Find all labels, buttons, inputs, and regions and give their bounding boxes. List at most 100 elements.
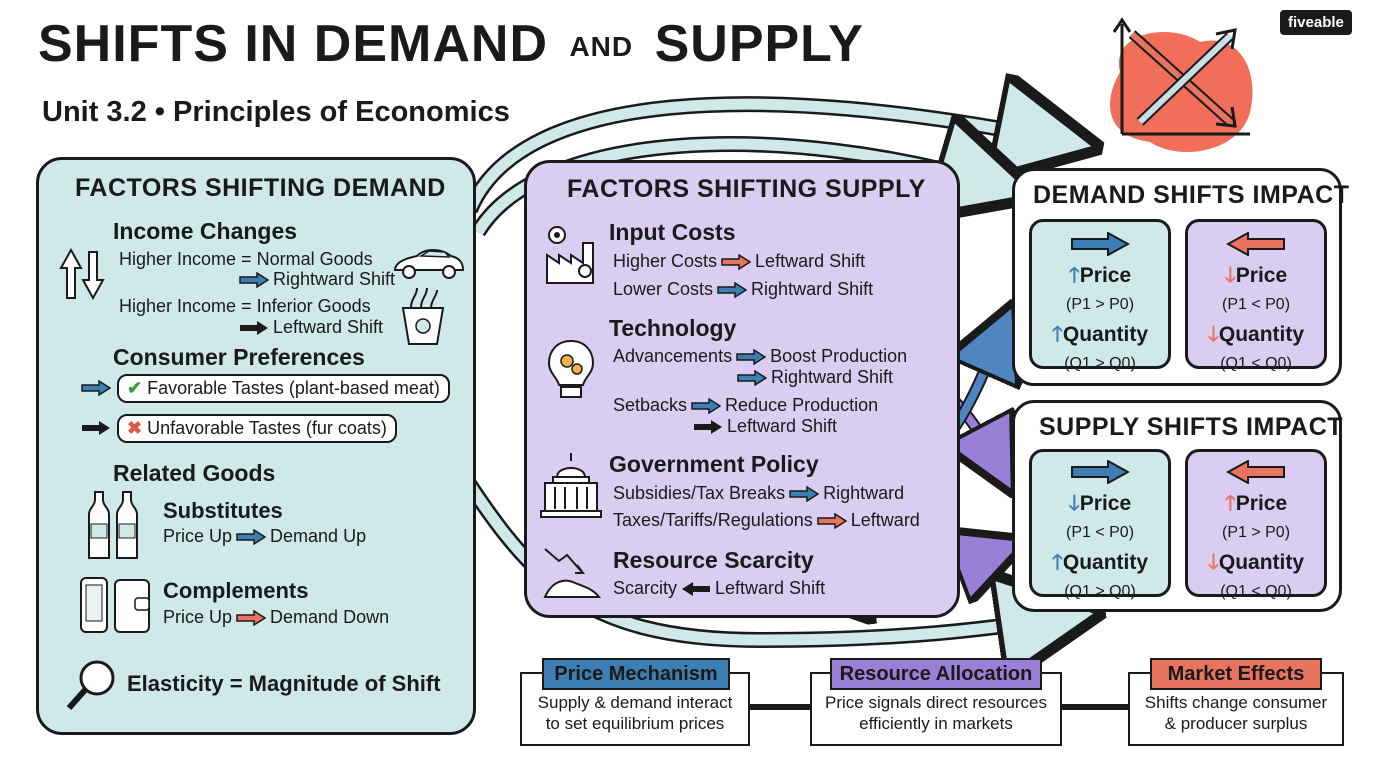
lightbulb-gear-icon — [547, 339, 595, 398]
blue-arrow-icon — [236, 529, 267, 546]
cross-icon: ✖ — [127, 418, 143, 438]
declining-pile-icon — [543, 548, 602, 598]
flow-text: to set equilibrium prices — [545, 714, 725, 733]
page-title: SHIFTS IN DEMAND AND SUPPLY — [38, 14, 864, 74]
up-arrow-icon: 🡑 — [1051, 551, 1063, 574]
quantity-relation: (Q1 < Q0) — [1220, 355, 1292, 372]
tech-setbacks: Setbacks Reduce Production — [613, 395, 878, 416]
supply-demand-graph-icon — [1110, 17, 1253, 152]
scarcity: Scarcity — [613, 578, 678, 598]
title-and: AND — [569, 31, 634, 63]
reduce-production: Reduce Production — [725, 395, 879, 415]
blue-right-arrow-icon — [1071, 459, 1131, 485]
substitutes-heading: Substitutes — [163, 498, 283, 523]
favorable-tastes-pill: ✔ Favorable Tastes (plant-based meat) — [117, 374, 450, 403]
red-left-arrow-icon — [1225, 459, 1285, 485]
black-left-arrow-icon — [682, 582, 711, 597]
income-line2: Higher Income = Inferior Goods — [119, 296, 371, 316]
supply-panel-title: FACTORS SHIFTING SUPPLY — [567, 175, 926, 203]
tech-leftward: Leftward Shift — [727, 416, 838, 436]
black-arrow-icon — [240, 321, 268, 336]
tech-rightward: Rightward Shift — [771, 367, 894, 387]
taxes-result: Leftward — [850, 510, 920, 530]
taxes: Taxes/Tariffs/Regulations — [613, 510, 813, 530]
government-heading: Government Policy — [609, 451, 819, 477]
blue-arrow-icon — [717, 282, 748, 299]
phone-wallet-icon — [80, 577, 150, 633]
scarcity-heading: Resource Scarcity — [613, 547, 814, 573]
favorable-tastes-label: Favorable Tastes (plant-based meat) — [147, 378, 440, 398]
lower-costs-result: Rightward Shift — [751, 279, 874, 299]
page-subtitle: Unit 3.2 • Principles of Economics — [42, 96, 510, 128]
flow-label-price-mechanism: Price Mechanism — [542, 658, 730, 690]
input-costs-line2: Lower Costs Rightward Shift — [613, 279, 873, 300]
scarcity-result: Leftward Shift — [715, 578, 826, 598]
blue-arrow-icon — [789, 486, 820, 503]
up-down-arrows-icon — [59, 247, 105, 301]
price-relation: (P1 < P0) — [1065, 524, 1135, 541]
blue-arrow-icon — [736, 349, 767, 366]
complements-relation: Price Up Demand Down — [163, 607, 389, 628]
complements-right: Demand Down — [270, 607, 390, 627]
income-line1: Higher Income = Normal Goods — [119, 249, 373, 269]
demand-decrease-card: 🡓Price (P1 < P0) 🡓Quantity (Q1 < Q0) — [1185, 219, 1327, 372]
magnifying-glass-icon — [66, 660, 115, 710]
income-line2-result: Leftward Shift — [235, 317, 383, 338]
price-label: Price — [1235, 492, 1288, 515]
price-label: Price — [1235, 264, 1288, 287]
black-arrow-icon — [694, 420, 722, 435]
technology-heading: Technology — [609, 315, 737, 341]
tech-set-result: Leftward Shift — [689, 416, 837, 437]
higher-costs: Higher Costs — [613, 251, 718, 271]
price-relation: (P1 > P0) — [1065, 296, 1135, 313]
up-arrow-icon: 🡑 — [1051, 323, 1063, 346]
up-arrow-icon: 🡑 — [1224, 492, 1236, 515]
gov-line2: Taxes/Tariffs/Regulations Leftward — [613, 510, 920, 531]
title-part2: SUPPLY — [654, 15, 864, 73]
income-heading: Income Changes — [113, 218, 298, 244]
flow-text: Shifts change consumer — [1144, 693, 1328, 712]
quantity-relation: (Q1 < Q0) — [1220, 583, 1292, 600]
advancements: Advancements — [613, 346, 733, 366]
black-arrow-icon — [82, 421, 110, 435]
leftward-shift-label: Leftward Shift — [273, 317, 384, 337]
preferences-heading: Consumer Preferences — [113, 344, 365, 370]
price-label: Price — [1079, 492, 1132, 515]
elasticity-note: Elasticity = Magnitude of Shift — [127, 671, 441, 696]
related-goods-heading: Related Goods — [113, 460, 276, 486]
boost-production: Boost Production — [770, 346, 908, 366]
car-icon — [393, 249, 465, 279]
substitutes-left: Price Up — [163, 526, 233, 546]
noodle-cup-icon — [401, 287, 445, 345]
input-costs-heading: Input Costs — [609, 219, 736, 245]
complements-left: Price Up — [163, 607, 233, 627]
flow-text: & producer surplus — [1164, 714, 1308, 733]
lower-costs: Lower Costs — [613, 279, 714, 299]
flow-text: Supply & demand interact — [537, 693, 733, 712]
down-arrow-icon: 🡓 — [1224, 264, 1236, 287]
blue-arrow-icon — [737, 370, 767, 387]
tech-advancements: Advancements Boost Production — [613, 346, 907, 367]
capitol-building-icon — [540, 453, 602, 518]
unfavorable-tastes-pill: ✖ Unfavorable Tastes (fur coats) — [117, 414, 397, 443]
fiveable-logo[interactable]: fiveable — [1280, 10, 1352, 35]
red-arrow-icon — [236, 610, 267, 627]
demand-impact-title: DEMAND SHIFTS IMPACT — [1033, 181, 1350, 209]
quantity-label: Quantity — [1062, 323, 1149, 346]
down-arrow-icon: 🡓 — [1207, 323, 1219, 346]
supply-decrease-card: 🡑Price (P1 > P0) 🡓Quantity (Q1 < Q0) — [1185, 449, 1327, 600]
subsidies-result: Rightward — [823, 483, 905, 503]
quantity-label: Quantity — [1218, 551, 1305, 574]
setbacks: Setbacks — [613, 395, 688, 415]
price-label: Price — [1079, 264, 1132, 287]
complements-heading: Complements — [163, 578, 309, 603]
scarcity-line: Scarcity Leftward Shift — [613, 578, 825, 599]
blue-arrow-icon — [81, 380, 111, 396]
demand-impact-panel: DEMAND SHIFTS IMPACT 🡑Price (P1 > P0) 🡑Q… — [1012, 168, 1349, 386]
factory-gear-icon — [546, 226, 594, 284]
quantity-relation: (Q1 > Q0) — [1064, 583, 1136, 600]
demand-increase-card: 🡑Price (P1 > P0) 🡑Quantity (Q1 > Q0) — [1029, 219, 1171, 372]
flow-text: efficiently in markets — [859, 714, 1013, 733]
